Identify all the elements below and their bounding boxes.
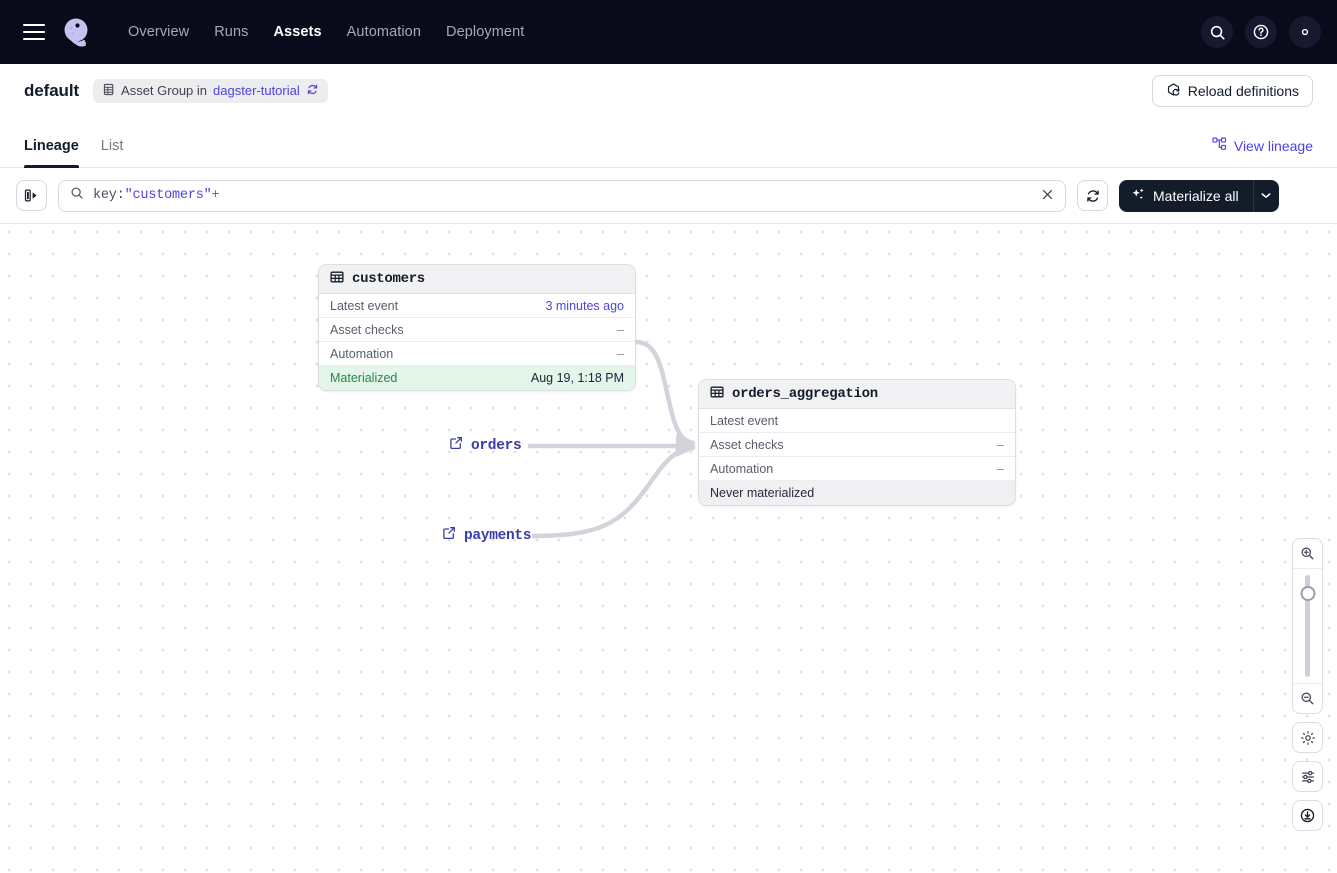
asset-node-orders-aggregation[interactable]: orders_aggregation Latest event Asset ch… — [698, 379, 1016, 506]
external-link-icon — [442, 526, 456, 545]
row-label: Latest event — [710, 413, 779, 428]
nav-link-assets[interactable]: Assets — [273, 24, 322, 40]
asset-node-customers[interactable]: customers Latest event 3 minutes ago Ass… — [318, 264, 636, 391]
chevron-down-icon[interactable] — [1252, 179, 1279, 212]
row-label: Asset checks — [330, 322, 404, 337]
gear-icon[interactable] — [1289, 16, 1321, 48]
nav-link-automation[interactable]: Automation — [346, 24, 422, 40]
reload-definitions-button[interactable]: Reload definitions — [1151, 74, 1313, 107]
refresh-graph-button[interactable] — [1077, 180, 1108, 211]
asset-node-row-automation: Automation – — [319, 342, 635, 366]
hamburger-icon[interactable] — [23, 24, 45, 40]
query-key: key: — [93, 188, 125, 203]
nav-link-deployment[interactable]: Deployment — [446, 24, 525, 40]
zoom-slider-handle[interactable] — [1300, 586, 1315, 601]
search-input[interactable]: key:"customers"+ — [58, 179, 1066, 212]
close-icon[interactable] — [1041, 188, 1054, 204]
row-label: Automation — [710, 461, 774, 476]
lineage-graph-icon — [1212, 137, 1227, 154]
asset-node-row-asset-checks: Asset checks – — [319, 318, 635, 342]
asset-node-row-automation: Automation – — [699, 457, 1015, 481]
page-title: default — [24, 80, 80, 100]
row-value[interactable]: 3 minutes ago — [545, 298, 624, 313]
tabs: Lineage List — [24, 138, 124, 168]
tab-lineage[interactable]: Lineage — [24, 138, 79, 168]
zoom-panel — [1292, 538, 1323, 714]
external-asset-label: payments — [464, 527, 532, 544]
dagster-logo-icon[interactable] — [56, 12, 96, 52]
table-icon — [710, 385, 724, 404]
table-icon — [330, 270, 344, 289]
search-icon[interactable] — [1201, 16, 1233, 48]
page-header: default Asset Group in dagster-tutorial — [0, 64, 1337, 117]
asset-node-row-asset-checks: Asset checks – — [699, 433, 1015, 457]
reload-icon — [1166, 82, 1181, 100]
row-value: – — [996, 437, 1004, 452]
search-query-text: key:"customers"+ — [93, 188, 220, 203]
row-value: – — [616, 322, 624, 337]
row-label: Asset checks — [710, 437, 784, 452]
header-right: Reload definitions — [1151, 74, 1313, 107]
tabs-bar: Lineage List View lineage — [0, 117, 1337, 168]
view-lineage-label: View lineage — [1233, 137, 1313, 154]
materialize-all-button-group[interactable]: Materialize all — [1119, 179, 1279, 212]
zoom-controls — [1292, 538, 1323, 831]
graph-edges — [528, 339, 697, 539]
asset-node-header: orders_aggregation — [699, 380, 1015, 409]
nav-link-runs[interactable]: Runs — [214, 24, 249, 40]
reload-definitions-label: Reload definitions — [1187, 82, 1299, 99]
asset-group-icon — [102, 83, 115, 99]
asset-node-row-materialized[interactable]: Materialized Aug 19, 1:18 PM — [319, 366, 635, 390]
status-badge: Never materialized — [710, 486, 815, 500]
asset-node-row-latest-event: Latest event 3 minutes ago — [319, 294, 635, 318]
zoom-to-fit-button[interactable] — [1292, 800, 1323, 831]
help-icon[interactable] — [1245, 16, 1277, 48]
asset-group-chip-prefix: Asset Group in — [121, 83, 208, 98]
asset-group-chip-link[interactable]: dagster-tutorial — [213, 83, 300, 98]
nav-links: Overview Runs Assets Automation Deployme… — [128, 24, 524, 40]
zoom-slider[interactable] — [1293, 568, 1322, 684]
asset-group-chip[interactable]: Asset Group in dagster-tutorial — [93, 78, 328, 103]
external-asset-label: orders — [471, 437, 522, 454]
view-lineage-link[interactable]: View lineage — [1212, 137, 1313, 167]
tab-list[interactable]: List — [100, 138, 124, 154]
external-asset-payments[interactable]: payments — [442, 526, 532, 545]
sparkle-icon — [1131, 187, 1146, 205]
search-icon — [70, 186, 84, 205]
external-link-icon — [449, 436, 463, 455]
asset-node-row-latest-event: Latest event — [699, 409, 1015, 433]
graph-settings-button[interactable] — [1292, 722, 1323, 753]
refresh-icon[interactable] — [306, 83, 319, 99]
external-asset-orders[interactable]: orders — [449, 436, 522, 455]
status-badge: Materialized — [330, 371, 398, 385]
row-value: – — [616, 346, 624, 361]
zoom-slider-track — [1305, 575, 1310, 677]
zoom-in-icon[interactable] — [1293, 539, 1322, 568]
nav-link-overview[interactable]: Overview — [128, 24, 190, 40]
row-value: Aug 19, 1:18 PM — [530, 371, 624, 385]
asset-node-title: customers — [352, 271, 425, 287]
expand-panel-icon[interactable] — [16, 180, 47, 211]
materialize-all-label: Materialize all — [1153, 187, 1239, 204]
row-label: Automation — [330, 346, 394, 361]
row-value: – — [996, 461, 1004, 476]
graph-toolbar: key:"customers"+ — [0, 168, 1337, 224]
asset-node-row-never-materialized: Never materialized — [699, 481, 1015, 505]
asset-node-header: customers — [319, 265, 635, 294]
graph-filters-button[interactable] — [1292, 761, 1323, 792]
asset-node-title: orders_aggregation — [732, 386, 878, 402]
zoom-out-icon[interactable] — [1293, 684, 1322, 713]
nav-right-icons — [1201, 16, 1321, 48]
query-value: "customers" — [124, 188, 212, 203]
lineage-graph-canvas[interactable]: customers Latest event 3 minutes ago Ass… — [0, 224, 1337, 873]
top-navigation-bar: Overview Runs Assets Automation Deployme… — [0, 0, 1337, 64]
query-operator: + — [211, 188, 220, 203]
row-label: Latest event — [330, 298, 399, 313]
materialize-all-button[interactable]: Materialize all — [1119, 180, 1253, 212]
